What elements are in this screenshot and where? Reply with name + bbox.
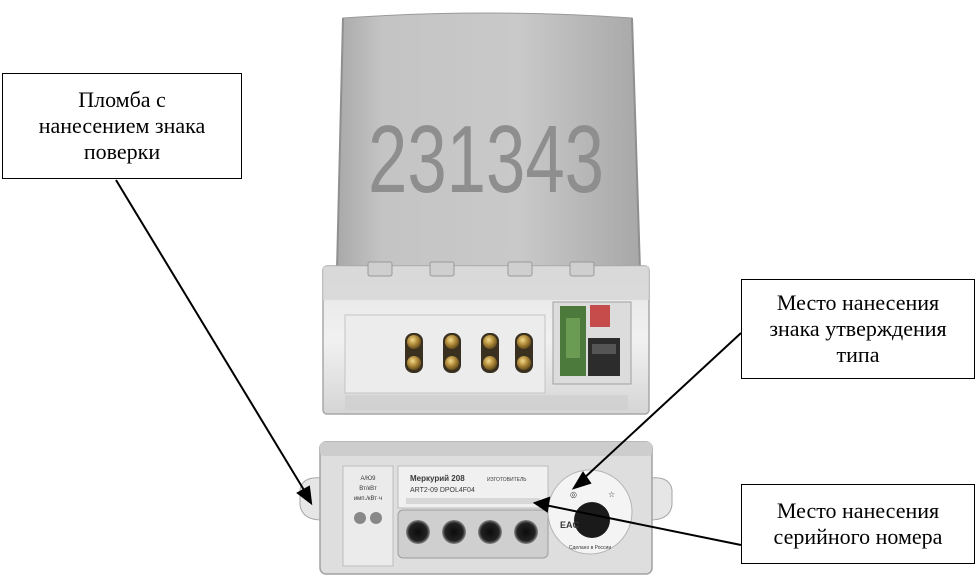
type-approval-arrowhead bbox=[571, 471, 592, 490]
svg-text:◎: ◎ bbox=[570, 490, 577, 499]
callout-seal-line3: поверки bbox=[83, 139, 161, 164]
svg-text:EAC: EAC bbox=[560, 520, 580, 530]
type-approval-arrow bbox=[581, 332, 742, 481]
nameplate-maker: ИЗГОТОВИТЕЛЬ bbox=[487, 477, 527, 483]
svg-text:☆: ☆ bbox=[608, 490, 615, 499]
svg-text:А/Ю9: А/Ю9 bbox=[360, 476, 376, 482]
pointer-arrows bbox=[115, 179, 742, 546]
cover-number: 231343 bbox=[368, 106, 604, 213]
callout-seal-line1: Пломба с bbox=[78, 87, 166, 112]
terminal-holes bbox=[397, 509, 549, 559]
svg-text:имп./кВт·ч: имп./кВт·ч bbox=[354, 496, 382, 502]
svg-text:Вт/кВт: Вт/кВт bbox=[359, 486, 377, 492]
seal-arrowhead bbox=[296, 485, 313, 506]
callout-seal: Пломба с нанесением знака поверки bbox=[2, 73, 242, 179]
callout-serial-line1: Место нанесения bbox=[776, 498, 940, 523]
callout-seal-line2: нанесением знака bbox=[38, 113, 206, 138]
meter-base: А/Ю9 Вт/кВт имп./кВт·ч Меркурий 208 ART2… bbox=[299, 441, 673, 575]
callout-serial-line2: серийного номера bbox=[773, 524, 943, 549]
serial-number-arrowhead bbox=[532, 496, 551, 513]
meter-cover: 231343 bbox=[336, 12, 641, 271]
terminal-screws bbox=[405, 333, 533, 373]
serial-number-arrow bbox=[544, 504, 742, 546]
callout-type-line3: типа bbox=[836, 342, 880, 367]
nameplate: Меркурий 208 ART2-09 DPOL4F04 ИЗГОТОВИТЕ… bbox=[397, 465, 549, 509]
callout-type-line2: знака утверждения bbox=[769, 316, 947, 341]
type-approval-sticker: EAC ◎ ☆ Сделано в России bbox=[547, 469, 633, 555]
interface-module bbox=[552, 301, 632, 385]
sticker-origin: Сделано в России bbox=[569, 545, 612, 551]
seal-arrow bbox=[115, 179, 308, 496]
nameplate-variant: ART2-09 DPOL4F04 bbox=[410, 487, 475, 494]
nameplate-model: Меркурий 208 bbox=[410, 474, 465, 483]
callout-type-line1: Место нанесения bbox=[776, 290, 940, 315]
callout-serial-number: Место нанесения серийного номера bbox=[741, 484, 975, 564]
terminal-cover bbox=[322, 261, 650, 415]
callout-type-approval: Место нанесения знака утверждения типа bbox=[741, 279, 975, 379]
